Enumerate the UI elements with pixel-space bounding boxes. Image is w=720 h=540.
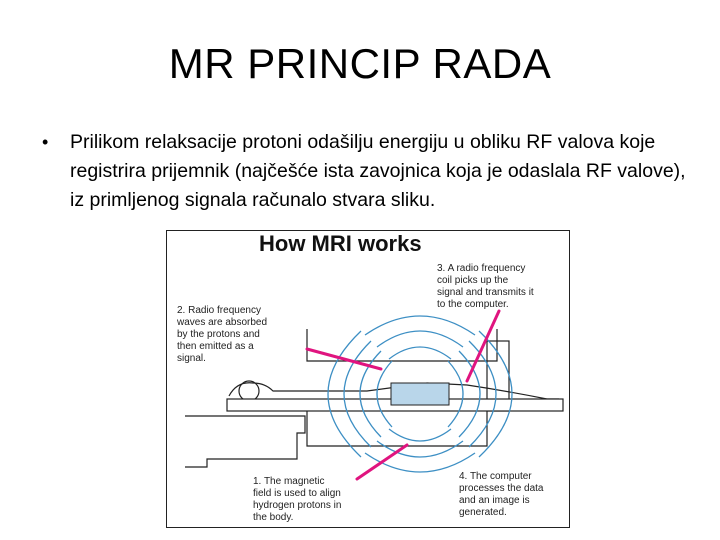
label-step-4-line: 4. The computer — [459, 471, 532, 482]
label-step-1-line: the body. — [253, 512, 293, 523]
wave-right-2 — [458, 350, 481, 438]
label-step-2-line: waves are absorbed — [176, 317, 267, 328]
scanner-top-housing — [306, 329, 498, 362]
patient-head — [238, 380, 260, 402]
pointer-lines — [305, 309, 501, 481]
label-step-3: 3. A radio frequency coil picks up the s… — [437, 263, 537, 310]
label-step-1-line: field is used to align — [253, 488, 341, 499]
wave-bottom-3 — [364, 452, 476, 473]
label-step-2-line: 2. Radio frequency — [177, 305, 261, 316]
pointer-step-2 — [305, 347, 383, 371]
label-step-2-line: then emitted as a — [177, 341, 254, 352]
wave-left-2 — [359, 350, 382, 438]
label-step-4-line: processes the data — [459, 483, 544, 494]
figure-title: How MRI works — [259, 231, 422, 256]
label-step-1: 1. The magnetic field is used to align h… — [253, 476, 344, 523]
rf-waves — [327, 315, 513, 473]
label-step-3-line: signal and transmits it — [437, 287, 534, 298]
label-step-1-line: 1. The magnetic — [253, 476, 325, 487]
wave-left-3 — [343, 340, 372, 448]
wave-bottom-2 — [376, 440, 464, 458]
label-step-4-line: generated. — [459, 507, 507, 518]
wave-top-2 — [376, 330, 464, 348]
label-step-1-line: hydrogen protons in — [253, 500, 341, 511]
label-step-2-line: by the protons and — [177, 329, 260, 340]
label-step-2-line: signal. — [177, 353, 206, 364]
wave-top-3 — [364, 315, 476, 336]
mri-figure: How MRI works 3. A radio frequency coil … — [166, 230, 570, 528]
wave-top-1 — [388, 346, 452, 360]
bullet-text: Prilikom relaksacije protoni odašilju en… — [70, 131, 686, 211]
wave-bottom-1 — [388, 428, 452, 442]
label-step-4: 4. The computer processes the data and a… — [459, 471, 546, 518]
pointer-step-1 — [355, 443, 409, 481]
scanner-base — [185, 415, 306, 468]
wave-right-3 — [468, 340, 497, 448]
label-step-3-line: to the computer. — [437, 299, 509, 310]
label-step-3-line: coil picks up the — [437, 275, 509, 286]
bullet-item: • Prilikom relaksacije protoni odašilju … — [42, 128, 692, 215]
wave-left-1 — [376, 360, 393, 428]
slide-title: MR PRINCIP RADA — [168, 40, 552, 87]
rf-coil — [390, 382, 450, 406]
wave-right-1 — [447, 360, 464, 428]
label-step-2: 2. Radio frequency waves are absorbed by… — [176, 305, 270, 364]
pointer-step-3 — [465, 309, 501, 383]
bullet-dot: • — [42, 132, 49, 152]
wave-left-4 — [327, 330, 362, 458]
wave-right-4 — [478, 330, 513, 458]
scanner-bottom-housing — [306, 409, 488, 447]
mri-diagram: How MRI works 3. A radio frequency coil … — [176, 231, 564, 523]
label-step-4-line: and an image is — [459, 495, 530, 506]
label-step-3-line: 3. A radio frequency — [437, 263, 525, 274]
